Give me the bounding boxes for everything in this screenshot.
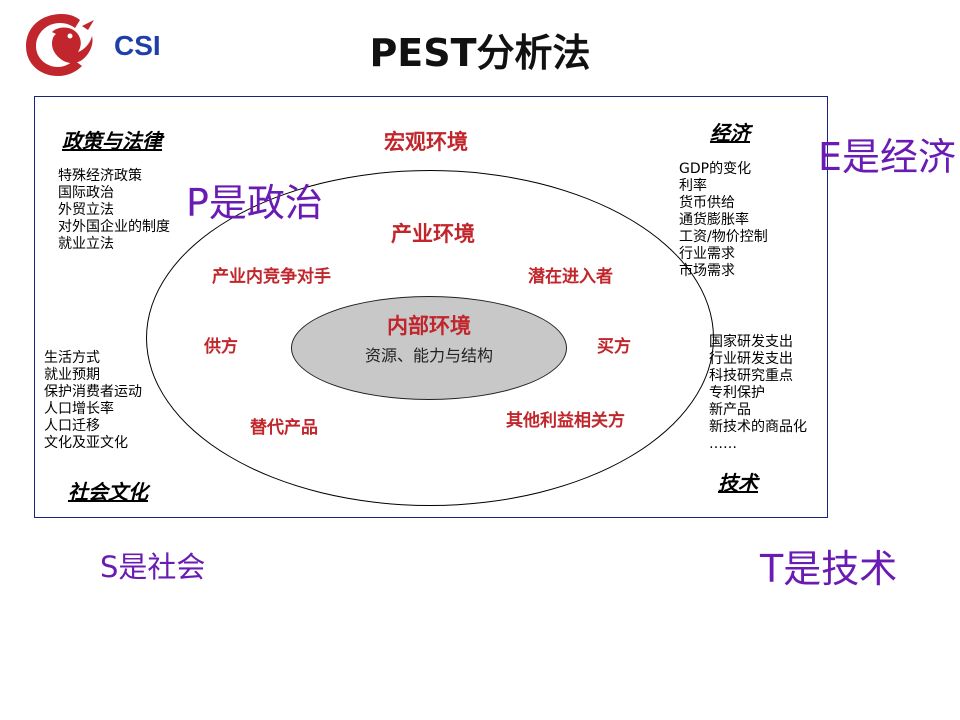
list-item: 工资/物价控制 [679,229,768,245]
internal-environment-label: 内部环境 [387,313,471,338]
list-item: …… [709,436,737,452]
list-item: 外贸立法 [58,202,114,218]
list-item: 就业预期 [44,367,100,383]
logo [22,10,102,78]
industry-environment-label: 产业环境 [391,221,475,246]
supplier-label: 供方 [204,337,238,357]
list-item: 通货膨胀率 [679,212,749,228]
list-item: 专利保护 [709,385,765,401]
buyer-label: 买方 [597,337,631,357]
list-item: 特殊经济政策 [58,168,142,184]
list-item: 行业需求 [679,246,735,262]
politics-annotation: P是政治 [186,181,323,225]
dragon-logo-icon [26,14,94,76]
substitute-product-label: 替代产品 [250,418,318,438]
list-item: 货币供给 [679,195,735,211]
society-annotation: S是社会 [100,550,206,584]
society-list: 生活方式 就业预期 保护消费者运动 人口增长率 人口迁移 文化及亚文化 [44,350,142,452]
economy-heading: 经济 [710,121,750,145]
list-item: 国际政治 [58,185,114,201]
politics-list: 特殊经济政策 国际政治 外贸立法 对外国企业的制度 就业立法 [58,168,170,253]
list-item: 新产品 [709,402,751,418]
logo-text: CSI [114,30,161,61]
diagram-frame [34,96,828,518]
list-item: 市场需求 [679,263,735,279]
list-item: 保护消费者运动 [44,384,142,400]
list-item: 人口迁移 [44,418,100,434]
list-item: 文化及亚文化 [44,435,128,451]
list-item: 就业立法 [58,236,114,252]
economy-list: GDP的变化 利率 货币供给 通货膨胀率 工资/物价控制 行业需求 市场需求 [679,161,768,280]
technology-heading: 技术 [718,471,758,495]
other-stakeholder-label: 其他利益相关方 [506,411,625,431]
list-item: 生活方式 [44,350,100,366]
competitor-label: 产业内竞争对手 [212,267,331,287]
technology-annotation: T是技术 [760,547,898,591]
economy-annotation: E是经济 [818,135,957,179]
society-heading: 社会文化 [68,480,148,504]
list-item: 新技术的商品化 [709,419,807,435]
list-item: 行业研发支出 [709,351,793,367]
list-item: 对外国企业的制度 [58,219,170,235]
politics-heading: 政策与法律 [62,129,162,153]
internal-environment-subtitle: 资源、能力与结构 [364,346,493,365]
potential-entrant-label: 潜在进入者 [528,267,613,287]
industry-environment-ellipse [146,170,714,506]
technology-list: 国家研发支出 行业研发支出 科技研究重点 专利保护 新产品 新技术的商品化 …… [709,334,807,453]
list-item: 利率 [679,178,707,194]
internal-environment-ellipse [291,296,567,400]
macro-environment-label: 宏观环境 [384,129,468,154]
list-item: 人口增长率 [44,401,114,417]
page-title: PEST分析法 [369,31,591,75]
list-item: 国家研发支出 [709,334,793,350]
list-item: GDP的变化 [679,161,752,177]
list-item: 科技研究重点 [709,368,793,384]
